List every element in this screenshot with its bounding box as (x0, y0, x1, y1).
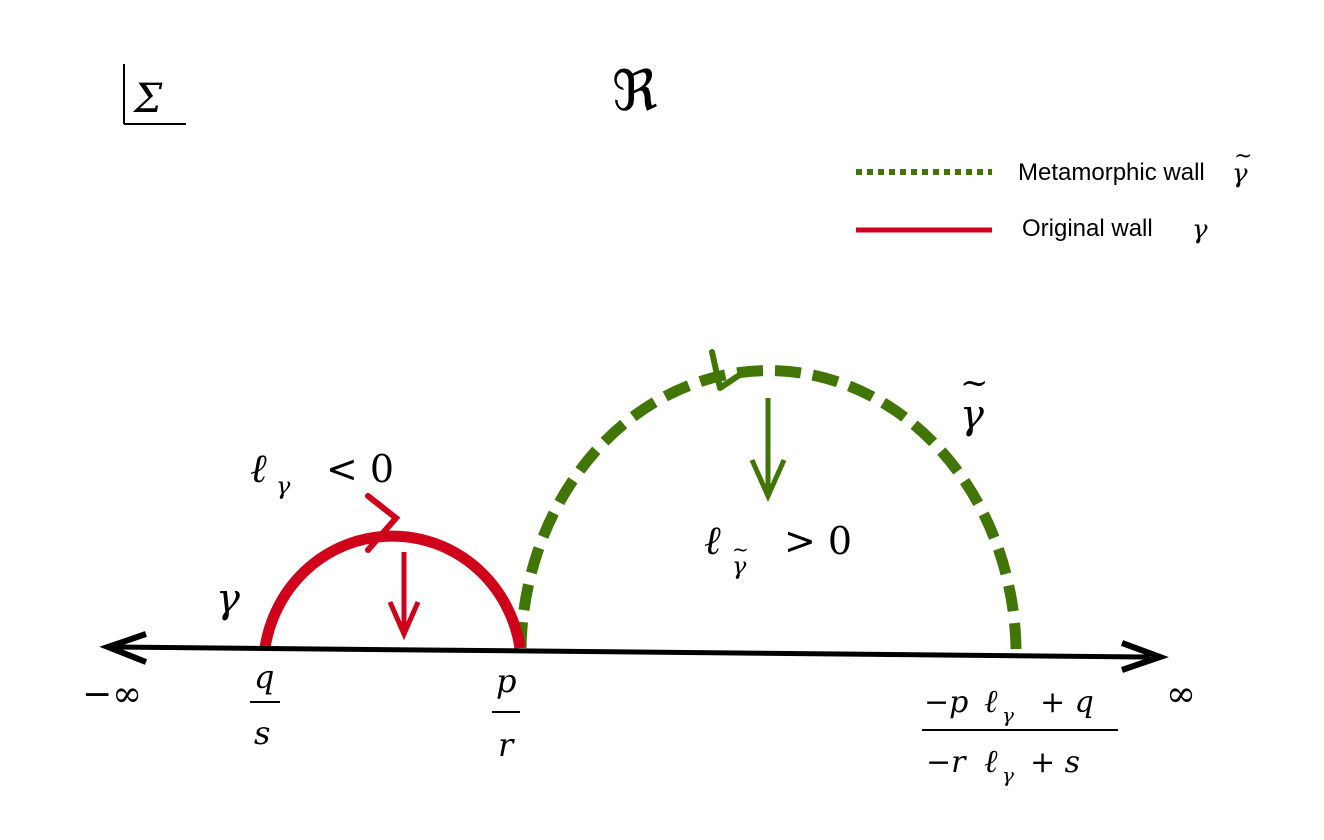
ell-gamma-symbol: ℓ (250, 446, 267, 492)
ell-gamma-tilde-relation: > 0 (784, 519, 852, 563)
axis-minus-infinity: −∞ (82, 674, 142, 715)
mobius-num-rest: + q (1040, 685, 1094, 720)
gamma-label: γ (216, 576, 240, 622)
fraction-p-over-r: p r (492, 662, 520, 764)
mobius-den-sub: γ (1002, 763, 1014, 787)
fraction-q-over-s: q s (250, 658, 280, 752)
sigma-label: Σ (132, 76, 163, 122)
ell-gamma-tilde-symbol: ℓ (704, 518, 721, 564)
gamma-tilde-label: γ (960, 392, 984, 438)
ell-gamma-tilde-positive: ℓ γ ~ > 0 (704, 518, 852, 580)
ell-gamma-negative: ℓ γ < 0 (250, 446, 394, 500)
legend-original-text: Original wall (1022, 215, 1153, 242)
legend: Metamorphic wall γ ~ Original wall γ (856, 144, 1252, 245)
legend-original-symbol: γ (1192, 215, 1208, 245)
region-symbol: ℜ (612, 59, 658, 124)
ell-gamma-subscript: γ (276, 472, 291, 500)
fraction-q-num: q (254, 658, 274, 696)
mobius-num-ell: ℓ (984, 682, 998, 720)
legend-metamorphic-tilde: ~ (1234, 144, 1252, 169)
fraction-p-num: p (496, 662, 516, 700)
original-wall-direction-arrowhead (365, 493, 401, 553)
legend-metamorphic-symbol: γ (1232, 159, 1248, 189)
original-wall-arc (259, 530, 526, 649)
legend-metamorphic-text: Metamorphic wall (1018, 159, 1205, 186)
metamorphic-normal-arrow (749, 398, 787, 503)
gamma-tilde-mark: ~ (960, 363, 989, 403)
real-axis (99, 631, 1169, 673)
mobius-den-rest: + s (1030, 745, 1080, 780)
metamorphic-wall-direction-arrowhead (709, 349, 747, 391)
ell-gamma-tilde-subscript-tilde: ~ (732, 537, 749, 561)
original-normal-arrow (387, 552, 421, 641)
metamorphic-wall-arc (515, 364, 1022, 661)
mobius-den-a: −r (926, 745, 967, 780)
mobius-num-sub: γ (1002, 703, 1014, 727)
ell-gamma-tilde-subscript: γ (732, 552, 747, 580)
fraction-s-den: s (254, 714, 270, 752)
fraction-r-den: r (498, 726, 515, 764)
sigma-corner-box: Σ (123, 64, 186, 125)
ell-gamma-relation: < 0 (326, 447, 394, 491)
mobius-den-ell: ℓ (984, 742, 998, 780)
fraction-mobius-image: −p ℓ γ + q −r ℓ γ + s (922, 682, 1118, 787)
axis-plus-infinity: ∞ (1166, 674, 1196, 715)
mobius-num-a: −p (924, 685, 968, 720)
